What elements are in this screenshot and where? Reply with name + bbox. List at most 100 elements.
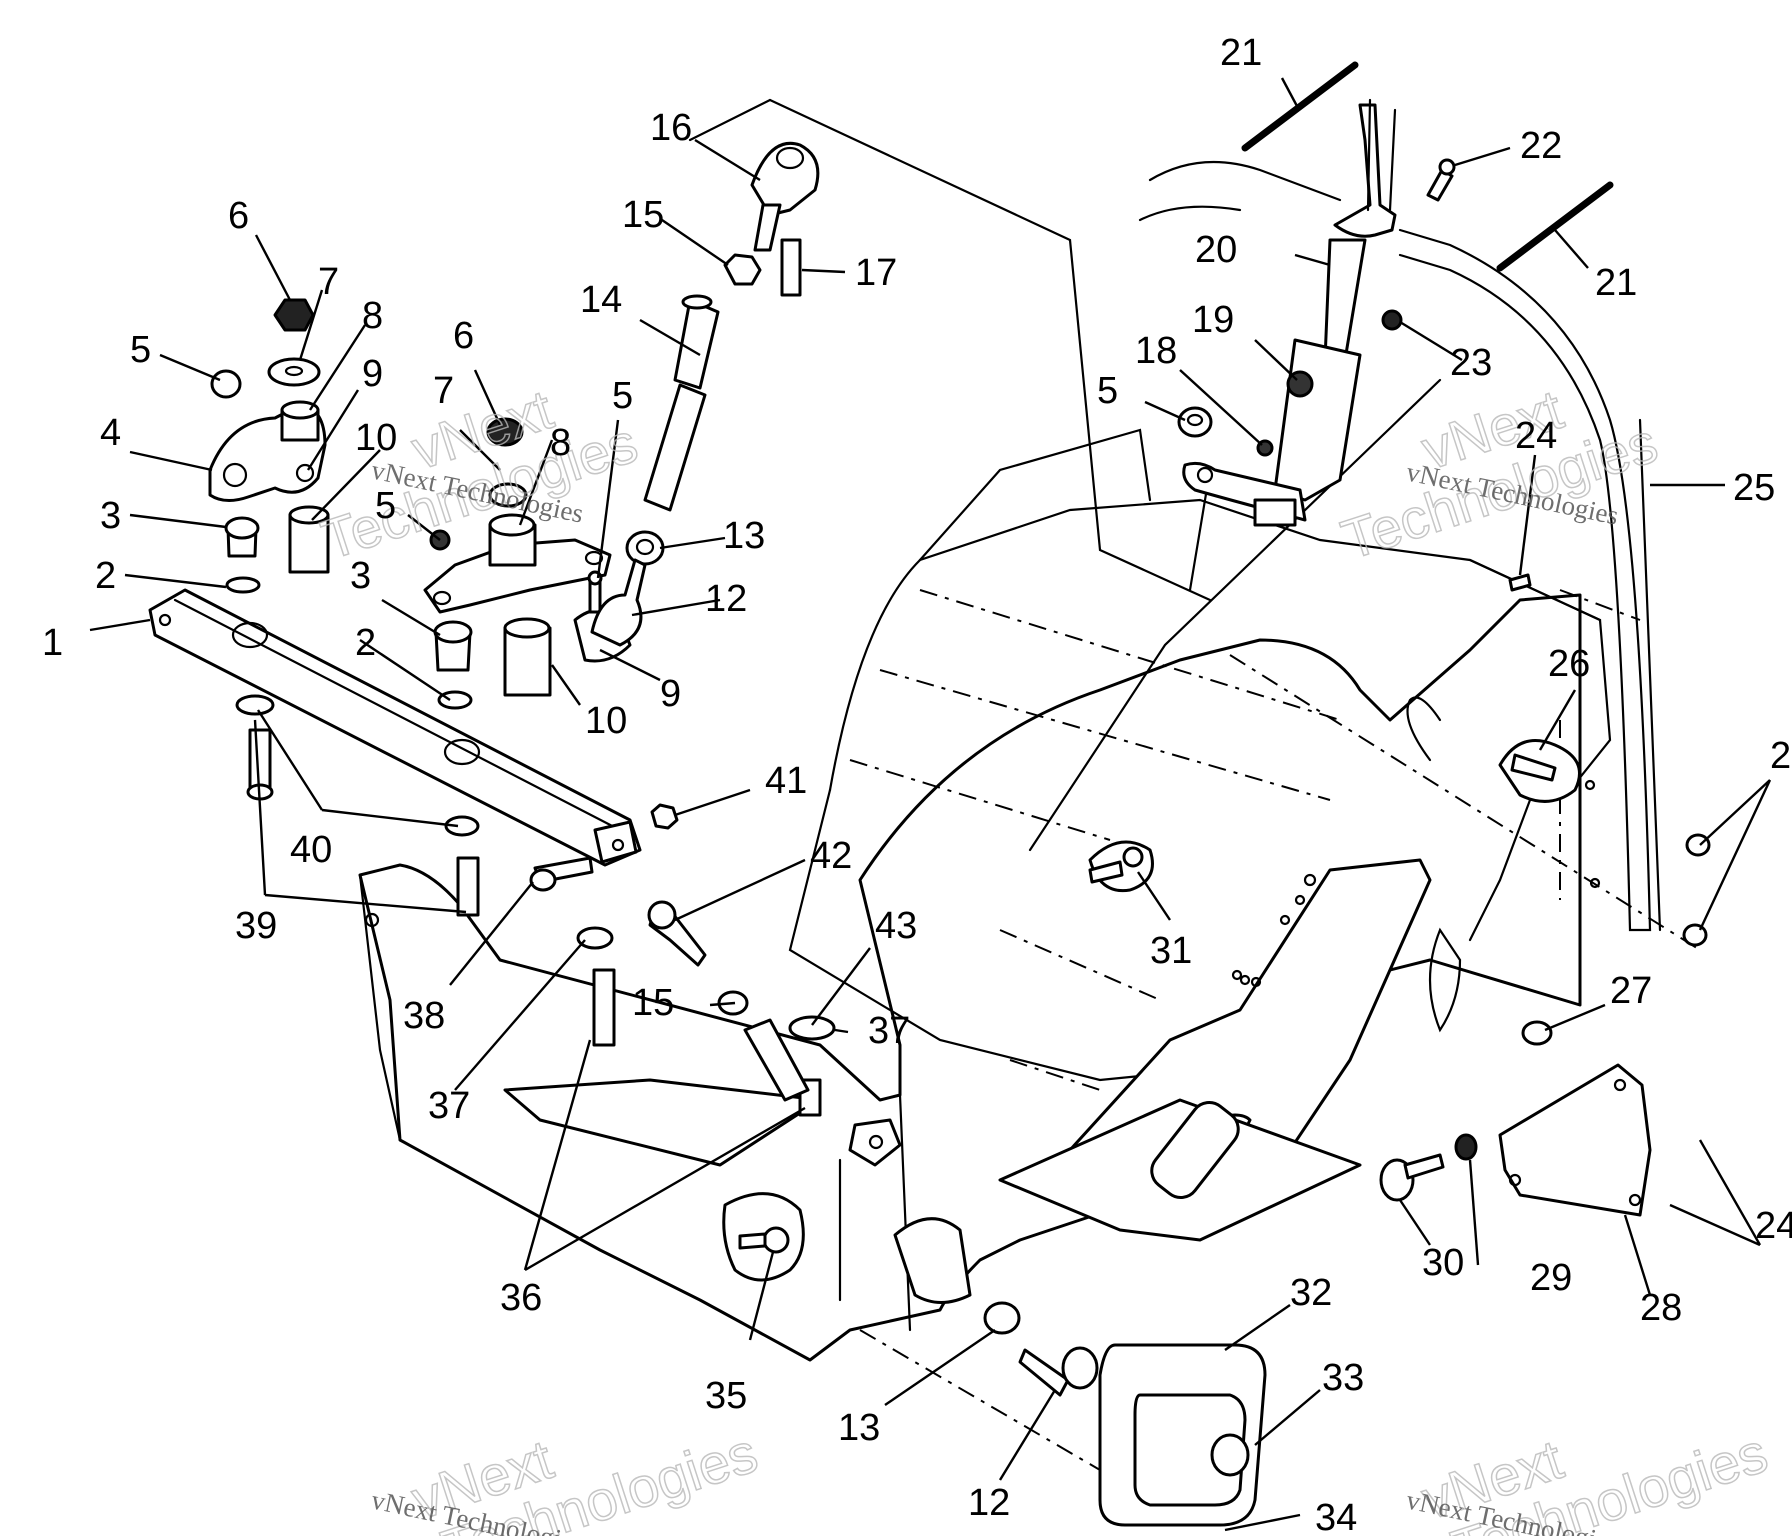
callout-22: 22: [1520, 125, 1562, 167]
knob-33: [1210, 1433, 1250, 1477]
washer-7-left: [267, 357, 321, 387]
callout-27: 27: [1610, 970, 1652, 1012]
watermark-bottom-right: vNext Technologies vNext Technologies: [1404, 1420, 1776, 1536]
bushing-3-mid: [433, 620, 473, 672]
callout-10: 10: [355, 417, 397, 459]
callout-8: 8: [550, 422, 571, 464]
callout-12: 12: [705, 578, 747, 620]
bushing-3-left: [224, 516, 260, 558]
callout-8: 8: [362, 295, 383, 337]
bolt-26: [1498, 739, 1581, 803]
nut-6-left: [273, 298, 315, 332]
callout-15: 15: [632, 982, 674, 1024]
callout-10: 10: [585, 700, 627, 742]
callout-numbers: 1 2 2 3 3 4 5 5 5 5 6 6 7 7 8 8 9 9 10 1…: [42, 32, 1792, 1536]
callout-20: 20: [1195, 229, 1237, 271]
rod-end-42: [647, 900, 707, 967]
callout-23: 23: [1450, 342, 1492, 384]
bolt-31: [1088, 840, 1154, 893]
callout-18: 18: [1135, 330, 1177, 372]
pin-21-right: [1496, 181, 1614, 272]
rod-end-12-lower: [1018, 1346, 1099, 1397]
callout-25: 25: [1733, 467, 1775, 509]
pin-21-upper: [1241, 61, 1359, 152]
nut-5-left: [210, 369, 242, 399]
callout-9: 9: [660, 673, 681, 715]
rod-end-16: [750, 142, 820, 252]
bracket-28: [1498, 1063, 1652, 1217]
callout-1: 1: [42, 622, 63, 664]
screw-24-upper: [1508, 573, 1532, 592]
oring-2-mid: [437, 690, 473, 710]
callout-28: 28: [1640, 1287, 1682, 1329]
nut-41: [650, 803, 679, 830]
callout-33: 33: [1322, 1357, 1364, 1399]
callout-31: 31: [1150, 930, 1192, 972]
washer-7-mid: [488, 482, 528, 508]
callout-6: 6: [453, 315, 474, 357]
callout-37: 37: [428, 1085, 470, 1127]
cross-bar-1: [148, 588, 642, 867]
sleeve-10-mid: [503, 617, 552, 697]
callout-34: 34: [1315, 1497, 1357, 1536]
callout-2: 2: [355, 622, 376, 664]
callout-12: 12: [968, 1482, 1010, 1524]
handlebar-loop: [1138, 160, 1662, 932]
nut-29-edge-a: [1685, 833, 1711, 857]
callout-edge-2: 2: [1770, 735, 1791, 777]
callout-42: 42: [810, 835, 852, 877]
callout-7: 7: [433, 370, 454, 412]
callout-17: 17: [855, 252, 897, 294]
nut-13-lower: [983, 1301, 1021, 1335]
washer-29: [1454, 1133, 1478, 1161]
callout-3: 3: [100, 495, 121, 537]
callout-24: 24: [1515, 415, 1557, 457]
callout-5: 5: [130, 329, 151, 371]
callout-21: 21: [1595, 262, 1637, 304]
callout-7: 7: [318, 261, 339, 303]
nut-29-edge-b: [1682, 923, 1708, 947]
callout-14: 14: [580, 279, 622, 321]
knob-30: [1379, 1153, 1445, 1202]
watermark-bottom-left: vNext Technologies vNext Technologies: [369, 1420, 766, 1536]
callout-36: 36: [500, 1277, 542, 1319]
callout-38: 38: [403, 995, 445, 1037]
bolt-22: [1426, 158, 1456, 202]
nut-6-mid: [486, 417, 524, 447]
washer-37-right: [788, 1015, 836, 1041]
nut-15-upper: [723, 253, 762, 286]
callout-24: 24: [1755, 1205, 1792, 1247]
callout-3: 3: [350, 555, 371, 597]
boot-32: [1098, 1343, 1267, 1527]
callout-15: 15: [622, 194, 664, 236]
callout-39: 39: [235, 905, 277, 947]
callout-13: 13: [838, 1407, 880, 1449]
watermark-top-right: vNext Technologies vNext Technologies: [1333, 376, 1665, 572]
callout-21: 21: [1220, 32, 1262, 74]
callout-37: 37: [868, 1010, 910, 1052]
callout-41: 41: [765, 760, 807, 802]
callout-5: 5: [1097, 370, 1118, 412]
sleeve-10-left: [288, 505, 330, 574]
callout-29: 29: [1530, 1257, 1572, 1299]
callout-32: 32: [1290, 1272, 1332, 1314]
callout-9: 9: [362, 353, 383, 395]
callout-2: 2: [95, 555, 116, 597]
callout-30: 30: [1422, 1242, 1464, 1284]
callout-40: 40: [290, 829, 332, 871]
bolt-39-mid: [456, 856, 480, 917]
callout-4: 4: [100, 412, 121, 454]
tube-43: [743, 1018, 810, 1102]
washer-40-left: [235, 694, 275, 716]
bolt-38: [529, 856, 594, 892]
watermark-top-left: vNext Technologies vNext Technologies: [313, 376, 645, 572]
callout-6: 6: [228, 195, 249, 237]
callout-43: 43: [875, 905, 917, 947]
oring-2-left: [225, 576, 261, 594]
callout-5: 5: [612, 375, 633, 417]
bolt-17: [780, 238, 802, 297]
rod-14: [643, 294, 720, 512]
bolt-39-left: [246, 728, 274, 801]
rod-end-12-mid: [590, 558, 647, 647]
